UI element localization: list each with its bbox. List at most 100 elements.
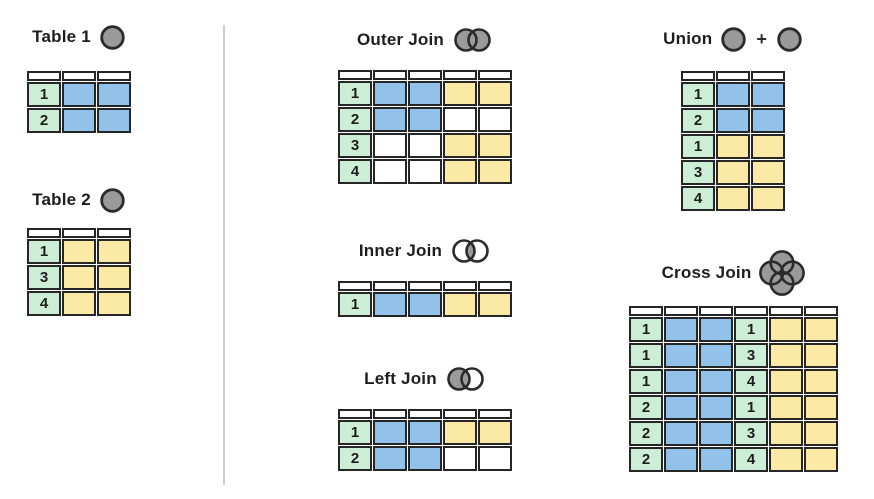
header-cell: [443, 281, 477, 291]
data-cell: [804, 317, 838, 342]
data-cell: [443, 446, 477, 471]
data-cell: [769, 369, 803, 394]
data-cell: [478, 159, 512, 184]
header-row: [27, 228, 131, 238]
single-circle-icon: [99, 24, 126, 51]
data-cell: [716, 134, 750, 159]
key-cell: 1: [629, 343, 663, 368]
key-cell: 1: [681, 134, 715, 159]
data-cell: [716, 82, 750, 107]
circle-icon: [720, 26, 747, 53]
table-row: 2: [338, 107, 512, 132]
data-cell: [408, 133, 442, 158]
header-cell: [27, 71, 61, 81]
data-cell: [804, 343, 838, 368]
inner-join-section: Inner Join 1: [337, 236, 513, 318]
key-cell: 4: [734, 369, 768, 394]
data-cell: [62, 291, 96, 316]
table-row: 3: [338, 133, 512, 158]
header-cell: [62, 71, 96, 81]
union-caption: Union +: [663, 24, 803, 54]
header-cell: [373, 409, 407, 419]
table2-label: Table 2: [32, 190, 91, 209]
header-cell: [373, 281, 407, 291]
data-cell: [751, 108, 785, 133]
key-cell: 1: [734, 317, 768, 342]
header-cell: [408, 409, 442, 419]
header-cell: [769, 306, 803, 316]
header-cell: [338, 281, 372, 291]
key-cell: 1: [629, 369, 663, 394]
data-cell: [478, 292, 512, 317]
header-cell: [804, 306, 838, 316]
data-cell: [478, 446, 512, 471]
data-cell: [699, 343, 733, 368]
data-cell: [97, 239, 131, 264]
data-cell: [804, 421, 838, 446]
data-cell: [664, 421, 698, 446]
union-label: Union: [663, 29, 713, 48]
outer-join-caption: Outer Join: [357, 25, 493, 55]
header-cell: [97, 228, 131, 238]
key-cell: 2: [338, 446, 372, 471]
table-row: 4: [338, 159, 512, 184]
data-cell: [804, 447, 838, 472]
header-cell: [664, 306, 698, 316]
data-cell: [443, 107, 477, 132]
data-cell: [804, 369, 838, 394]
header-cell: [408, 70, 442, 80]
data-cell: [751, 82, 785, 107]
data-cell: [769, 421, 803, 446]
data-cell: [443, 292, 477, 317]
data-cell: [751, 160, 785, 185]
key-cell: 2: [27, 108, 61, 133]
table-row: 2: [681, 108, 785, 133]
cross-join-label: Cross Join: [661, 263, 752, 282]
key-cell: 1: [27, 239, 61, 264]
header-row: [27, 71, 131, 81]
header-cell: [478, 70, 512, 80]
table-row: 3: [681, 160, 785, 185]
data-cell: [373, 159, 407, 184]
header-cell: [443, 409, 477, 419]
header-cell: [478, 281, 512, 291]
key-cell: 2: [338, 107, 372, 132]
key-cell: 2: [681, 108, 715, 133]
outer-join-label: Outer Join: [356, 30, 444, 49]
key-cell: 3: [338, 133, 372, 158]
header-row: [338, 70, 512, 80]
cross-join-caption: Cross Join: [661, 250, 806, 296]
data-cell: [62, 265, 96, 290]
data-cell: [699, 317, 733, 342]
data-cell: [478, 133, 512, 158]
data-cell: [664, 317, 698, 342]
data-cell: [373, 420, 407, 445]
table-row: 4: [27, 291, 131, 316]
plus-sign: +: [756, 29, 767, 49]
key-cell: 2: [629, 395, 663, 420]
data-cell: [97, 265, 131, 290]
key-cell: 2: [629, 447, 663, 472]
table1-label: Table 1: [32, 27, 91, 46]
data-cell: [62, 108, 96, 133]
data-cell: [408, 446, 442, 471]
header-cell: [97, 71, 131, 81]
column-divider: [223, 25, 225, 485]
data-cell: [769, 447, 803, 472]
header-cell: [408, 281, 442, 291]
header-cell: [629, 306, 663, 316]
data-cell: [699, 395, 733, 420]
data-cell: [699, 421, 733, 446]
key-cell: 1: [27, 82, 61, 107]
key-cell: 4: [681, 186, 715, 211]
